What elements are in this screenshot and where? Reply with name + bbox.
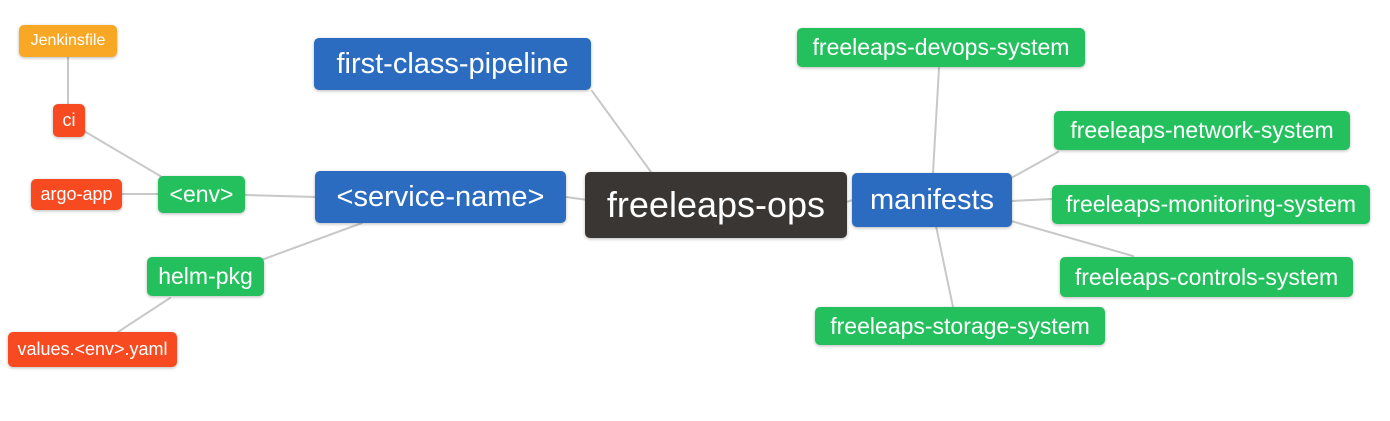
edge-helm-pkg-service-name: [263, 222, 363, 260]
node-env[interactable]: <env>: [158, 176, 245, 213]
node-freeleaps-storage-system[interactable]: freeleaps-storage-system: [815, 307, 1105, 345]
edge-devops-manifests: [932, 67, 940, 174]
node-freeleaps-monitoring-system[interactable]: freeleaps-monitoring-system: [1052, 185, 1370, 224]
edge-root-manifests: [845, 199, 854, 203]
edge-ci-env: [83, 130, 168, 181]
node-freeleaps-network-system[interactable]: freeleaps-network-system: [1054, 111, 1350, 150]
edge-manifests-storage: [935, 225, 954, 308]
node-helm-pkg[interactable]: helm-pkg: [147, 257, 264, 296]
node-manifests[interactable]: manifests: [852, 173, 1012, 227]
edge-values-helm-pkg: [117, 297, 171, 333]
node-values-env-yaml[interactable]: values.<env>.yaml: [8, 332, 177, 367]
edge-manifests-network: [1012, 151, 1059, 178]
node-freeleaps-controls-system[interactable]: freeleaps-controls-system: [1060, 257, 1353, 297]
edge-service-name-root: [565, 196, 589, 201]
node-first-class-pipeline[interactable]: first-class-pipeline: [314, 38, 591, 90]
edge-manifests-monitoring: [1011, 198, 1053, 202]
node-service-name[interactable]: <service-name>: [315, 171, 566, 223]
edge-manifests-controls: [1010, 220, 1134, 257]
node-ci[interactable]: ci: [53, 104, 85, 137]
node-freeleaps-devops-system[interactable]: freeleaps-devops-system: [797, 28, 1085, 67]
edge-pipeline-root: [591, 90, 652, 173]
node-freeleaps-ops-root[interactable]: freeleaps-ops: [585, 172, 847, 238]
node-argo-app[interactable]: argo-app: [31, 179, 122, 210]
node-jenkinsfile[interactable]: Jenkinsfile: [19, 25, 117, 57]
edge-env-service-name: [244, 194, 317, 198]
